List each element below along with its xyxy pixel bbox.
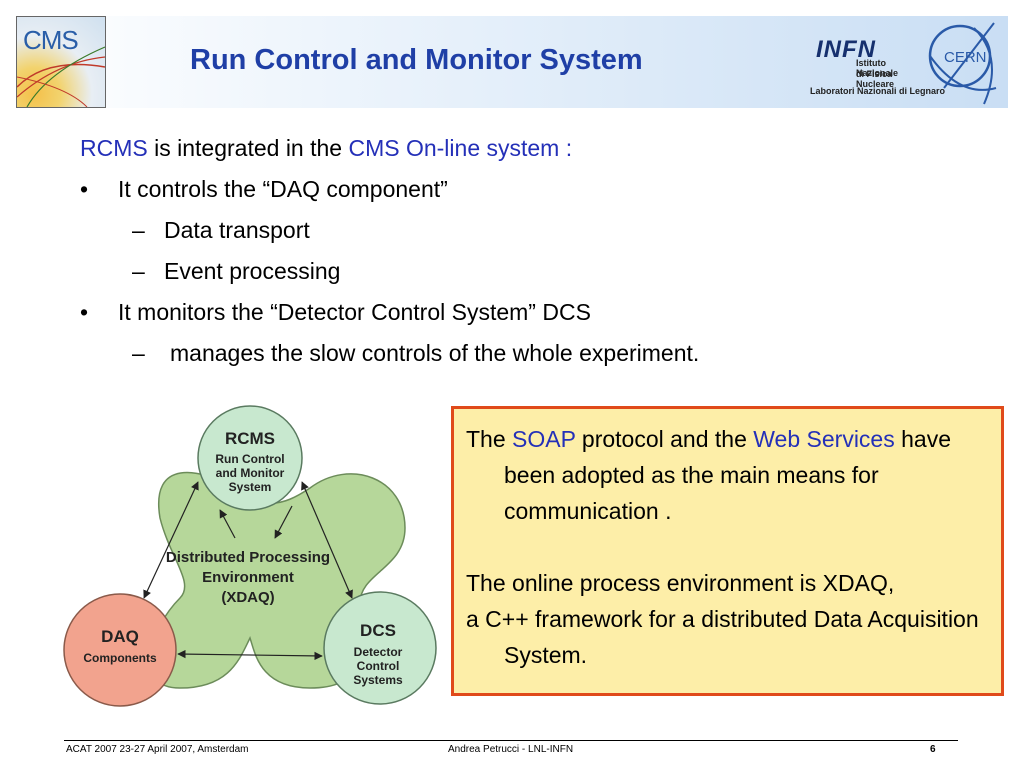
body-text: RCMS is integrated in the CMS On-line sy…: [80, 128, 699, 374]
page-title: Run Control and Monitor System: [190, 44, 643, 76]
dcs-circle: [323, 591, 437, 705]
xdaq-line2: Environment: [202, 569, 294, 586]
intro-rcms: RCMS: [80, 135, 148, 161]
bullet-text: It monitors the “Detector Control System…: [118, 299, 591, 325]
cern-logo: CERN: [924, 18, 1004, 106]
note-soap: SOAP: [512, 426, 576, 452]
daq-circle: [63, 593, 177, 707]
footer-divider: [64, 740, 958, 741]
infn-logo-word: INFN: [816, 36, 876, 63]
dcs-line3: Systems: [353, 673, 403, 687]
cms-logo-text: CMS: [23, 25, 79, 55]
infn-logo-line1: Istituto Nazionale: [856, 58, 899, 78]
arrow-daq-dcs: [177, 649, 323, 661]
header-band: [14, 16, 1008, 108]
note-paragraph-xdaq: The online process environment is XDAQ,: [466, 570, 895, 596]
rcms-line2: and Monitor: [216, 466, 285, 480]
sub-bullet-dash: –: [132, 217, 145, 243]
bullet-item: • It controls the “DAQ component”: [80, 169, 572, 210]
note-box: The SOAP protocol and the Web Services h…: [451, 406, 1004, 696]
note-paragraph-soap: The SOAP protocol and the Web Services h…: [466, 421, 991, 529]
arrow-rcms-daq: [143, 481, 199, 599]
intro-cms-online: CMS On-line system :: [348, 135, 573, 161]
sub-bullet-dash: –: [132, 258, 145, 284]
rcms-circle: [197, 405, 303, 511]
sub-bullet-item: – Data transport: [80, 210, 572, 251]
bullet-dot: •: [80, 176, 89, 202]
cern-logo-text: CERN: [944, 49, 987, 66]
rcms-line3: System: [229, 480, 272, 494]
note-text: have been adopted as the main means for …: [504, 426, 951, 524]
architecture-diagram: RCMS Run Control and Monitor System Dist…: [60, 398, 440, 718]
daq-line1: Components: [83, 651, 157, 665]
bullet-dot: •: [80, 299, 89, 325]
sub-bullet-text: manages the slow controls of the whole e…: [170, 340, 700, 366]
note-spacer: [466, 529, 991, 565]
intro-middle: is integrated in the: [147, 135, 349, 161]
xdaq-line1: Distributed Processing: [166, 549, 330, 566]
dcs-line2: Control: [357, 659, 400, 673]
cms-logo: CMS: [16, 16, 106, 108]
sub-bullet-dash: –: [132, 340, 145, 366]
sub-bullet-item: – Event processing: [80, 251, 572, 292]
rcms-title: RCMS: [225, 429, 275, 448]
sub-bullet-item: – manages the slow controls of the whole…: [80, 333, 699, 374]
footer-center: Andrea Petrucci - LNL-INFN: [448, 744, 574, 755]
footer-left: ACAT 2007 23-27 April 2007, Amsterdam: [66, 744, 249, 755]
note-paragraph-framework: a C++ framework for a distributed Data A…: [466, 606, 979, 668]
rcms-line1: Run Control: [215, 452, 284, 466]
note-text: The: [466, 426, 513, 452]
note-text: protocol and the: [575, 426, 754, 452]
sub-bullet-text: Event processing: [164, 258, 341, 284]
infn-logo-line3: Laboratori Nazionali di Legnaro: [810, 86, 946, 96]
infn-logo: INFN Istituto Nazionale di Fisica Nuclea…: [808, 36, 945, 104]
arrow-rcms-dcs: [301, 481, 353, 599]
daq-title: DAQ: [101, 627, 139, 646]
dcs-line1: Detector: [354, 645, 403, 659]
sub-bullet-text: Data transport: [164, 217, 310, 243]
arrow-xdaq-rcms: [219, 509, 236, 539]
arrow-xdaq-rcms-2: [274, 505, 293, 539]
dcs-title: DCS: [360, 621, 396, 640]
bullet-text: It controls the “DAQ component”: [118, 176, 448, 202]
infn-logo-line2: di Fisica Nucleare: [856, 69, 895, 89]
intro-line: RCMS is integrated in the CMS On-line sy…: [80, 128, 572, 169]
note-web-services: Web Services: [753, 426, 895, 452]
page-number: 6: [930, 744, 936, 755]
xdaq-line3: (XDAQ): [221, 589, 274, 606]
bullet-item: • It monitors the “Detector Control Syst…: [80, 292, 591, 333]
